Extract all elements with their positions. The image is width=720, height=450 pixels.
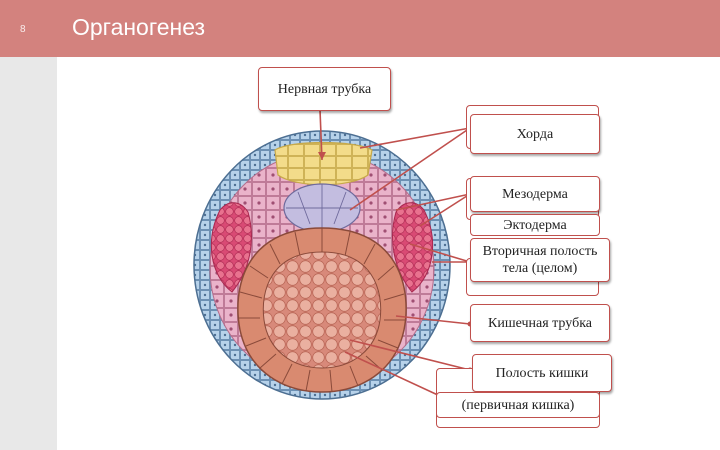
side-strip <box>0 0 57 450</box>
endoderm-cells <box>238 228 406 393</box>
label-coelom: Вторичная полость тела (целом) <box>470 238 610 282</box>
somite-left <box>210 202 252 293</box>
label-primary-gut: (первичная кишка) <box>436 392 600 418</box>
slide-number: 8 <box>20 24 26 35</box>
slide-title: Органогенез <box>72 14 206 40</box>
label-gut-tube: Кишечная трубка <box>470 304 610 342</box>
connector-lines <box>319 109 471 397</box>
label-ectoderm: Эктодерма <box>470 214 600 236</box>
label-mesoderm: Мезодерма <box>470 176 600 212</box>
label-gut-cavity: Полость кишки <box>472 354 612 392</box>
neural-tube <box>274 141 373 186</box>
header-corner <box>0 0 57 57</box>
gut-cavity-yolk <box>262 251 382 369</box>
notochord-cells <box>286 184 358 232</box>
slide-header <box>0 0 720 57</box>
label-neural-tube: Нервная трубка <box>258 67 391 111</box>
label-notochord: Хорда <box>470 114 600 154</box>
